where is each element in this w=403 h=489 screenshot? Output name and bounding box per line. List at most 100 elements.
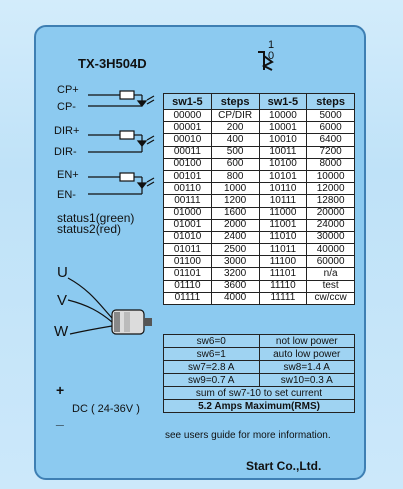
settings-row-current-a: sw7=2.8 A sw8=1.4 A — [163, 360, 355, 374]
table-cell: 60000 — [306, 255, 355, 269]
switch-on-off-marks: 1 0 — [268, 39, 275, 62]
table-cell: 10011 — [258, 145, 308, 159]
settings-cell: sw7=2.8 A — [163, 360, 260, 374]
table-cell: 20000 — [306, 206, 355, 220]
table-cell: CP/DIR — [210, 108, 260, 123]
table-cell: 01110 — [163, 279, 212, 293]
cp-optocoupler-icon — [88, 90, 155, 107]
terminal-en-minus: EN- — [57, 189, 76, 201]
table-cell: 11011 — [258, 243, 308, 257]
settings-row-sw6-1: sw6=1 auto low power — [163, 347, 355, 361]
status-red-label: status2(red) — [57, 222, 122, 236]
table-cell: 24000 — [306, 218, 355, 232]
terminal-cp-minus: CP- — [57, 101, 76, 113]
phase-w-label: W — [54, 323, 69, 340]
table-cell: 1600 — [210, 206, 260, 220]
table-cell: 01001 — [163, 218, 212, 232]
table-cell: 11110 — [258, 279, 308, 293]
stepper-motor-icon — [111, 309, 152, 335]
table-header-cell: steps — [306, 93, 355, 110]
table-cell: 11101 — [258, 267, 308, 281]
table-cell: 00111 — [163, 194, 212, 208]
table-cell: 10111 — [258, 194, 308, 208]
table-cell: 01000 — [163, 206, 212, 220]
table-cell: 10110 — [258, 182, 308, 196]
settings-cell: sw6=0 — [163, 334, 260, 348]
table-cell: 600 — [210, 157, 260, 171]
table-cell: 11111 — [258, 291, 308, 306]
table-cell: 00100 — [163, 157, 212, 171]
table-cell: 11001 — [258, 218, 308, 232]
table-cell: 6400 — [306, 133, 355, 147]
settings-row-current-b: sw9=0.7 A sw10=0.3 A — [163, 373, 355, 387]
settings-cell: auto low power — [258, 347, 355, 361]
table-cell: 400 — [210, 133, 260, 147]
table-cell: 4000 — [210, 291, 260, 306]
table-cell: 200 — [210, 121, 260, 135]
settings-cell: 5.2 Amps Maximum(RMS) — [163, 399, 355, 413]
table-cell: 10100 — [258, 157, 308, 171]
power-plus-sign: + — [56, 382, 65, 398]
status-green-label: status1(green) — [57, 211, 135, 225]
table-cell: 10001 — [258, 121, 308, 135]
table-header-cell: steps — [210, 93, 260, 110]
phase-v-label: V — [57, 292, 68, 309]
table-cell: 40000 — [306, 243, 355, 257]
settings-cell: sum of sw7-10 to set current — [163, 386, 355, 400]
table-cell: 01100 — [163, 255, 212, 269]
table-cell: 2500 — [210, 243, 260, 257]
table-cell: 10010 — [258, 133, 308, 147]
table-cell: 00101 — [163, 169, 212, 184]
table-cell: 2400 — [210, 230, 260, 245]
power-minus-sign: _ — [56, 411, 64, 427]
table-cell: 11000 — [258, 206, 308, 220]
table-cell: 01111 — [163, 291, 212, 306]
table-header-cell: sw1-5 — [258, 93, 308, 110]
table-cell: n/a — [306, 267, 355, 281]
settings-row-sum-note: sum of sw7-10 to set current — [163, 386, 355, 400]
settings-row-max-note: 5.2 Amps Maximum(RMS) — [163, 399, 355, 413]
settings-cell: not low power — [258, 334, 355, 348]
table-cell: 3600 — [210, 279, 260, 293]
terminal-cp-plus: CP+ — [57, 84, 79, 96]
table-cell: 10101 — [258, 169, 308, 184]
table-cell: 00001 — [163, 121, 212, 135]
table-cell: 7200 — [306, 145, 355, 159]
table-cell: cw/ccw — [306, 291, 355, 306]
table-cell: 30000 — [306, 230, 355, 245]
table-cell: 01011 — [163, 243, 212, 257]
table-cell: 12000 — [306, 182, 355, 196]
power-voltage-label: DC ( 24-36V ) — [72, 403, 140, 415]
table-cell: 11100 — [258, 255, 308, 269]
table-cell: test — [306, 279, 355, 293]
settings-table: sw6=0 not low power sw6=1 auto low power… — [163, 334, 355, 413]
settings-row-sw6-0: sw6=0 not low power — [163, 334, 355, 348]
phase-u-label: U — [57, 264, 68, 281]
table-cell: 00110 — [163, 182, 212, 196]
model-title: TX-3H504D — [78, 56, 147, 71]
table-cell: 12800 — [306, 194, 355, 208]
table-cell: 8000 — [306, 157, 355, 171]
table-cell: 6000 — [306, 121, 355, 135]
table-cell: 10000 — [306, 169, 355, 184]
table-cell: 1000 — [210, 182, 260, 196]
table-cell: 11010 — [258, 230, 308, 245]
table-cell: 00010 — [163, 133, 212, 147]
guide-note: see users guide for more information. — [165, 430, 331, 441]
terminal-dir-plus: DIR+ — [54, 125, 80, 137]
